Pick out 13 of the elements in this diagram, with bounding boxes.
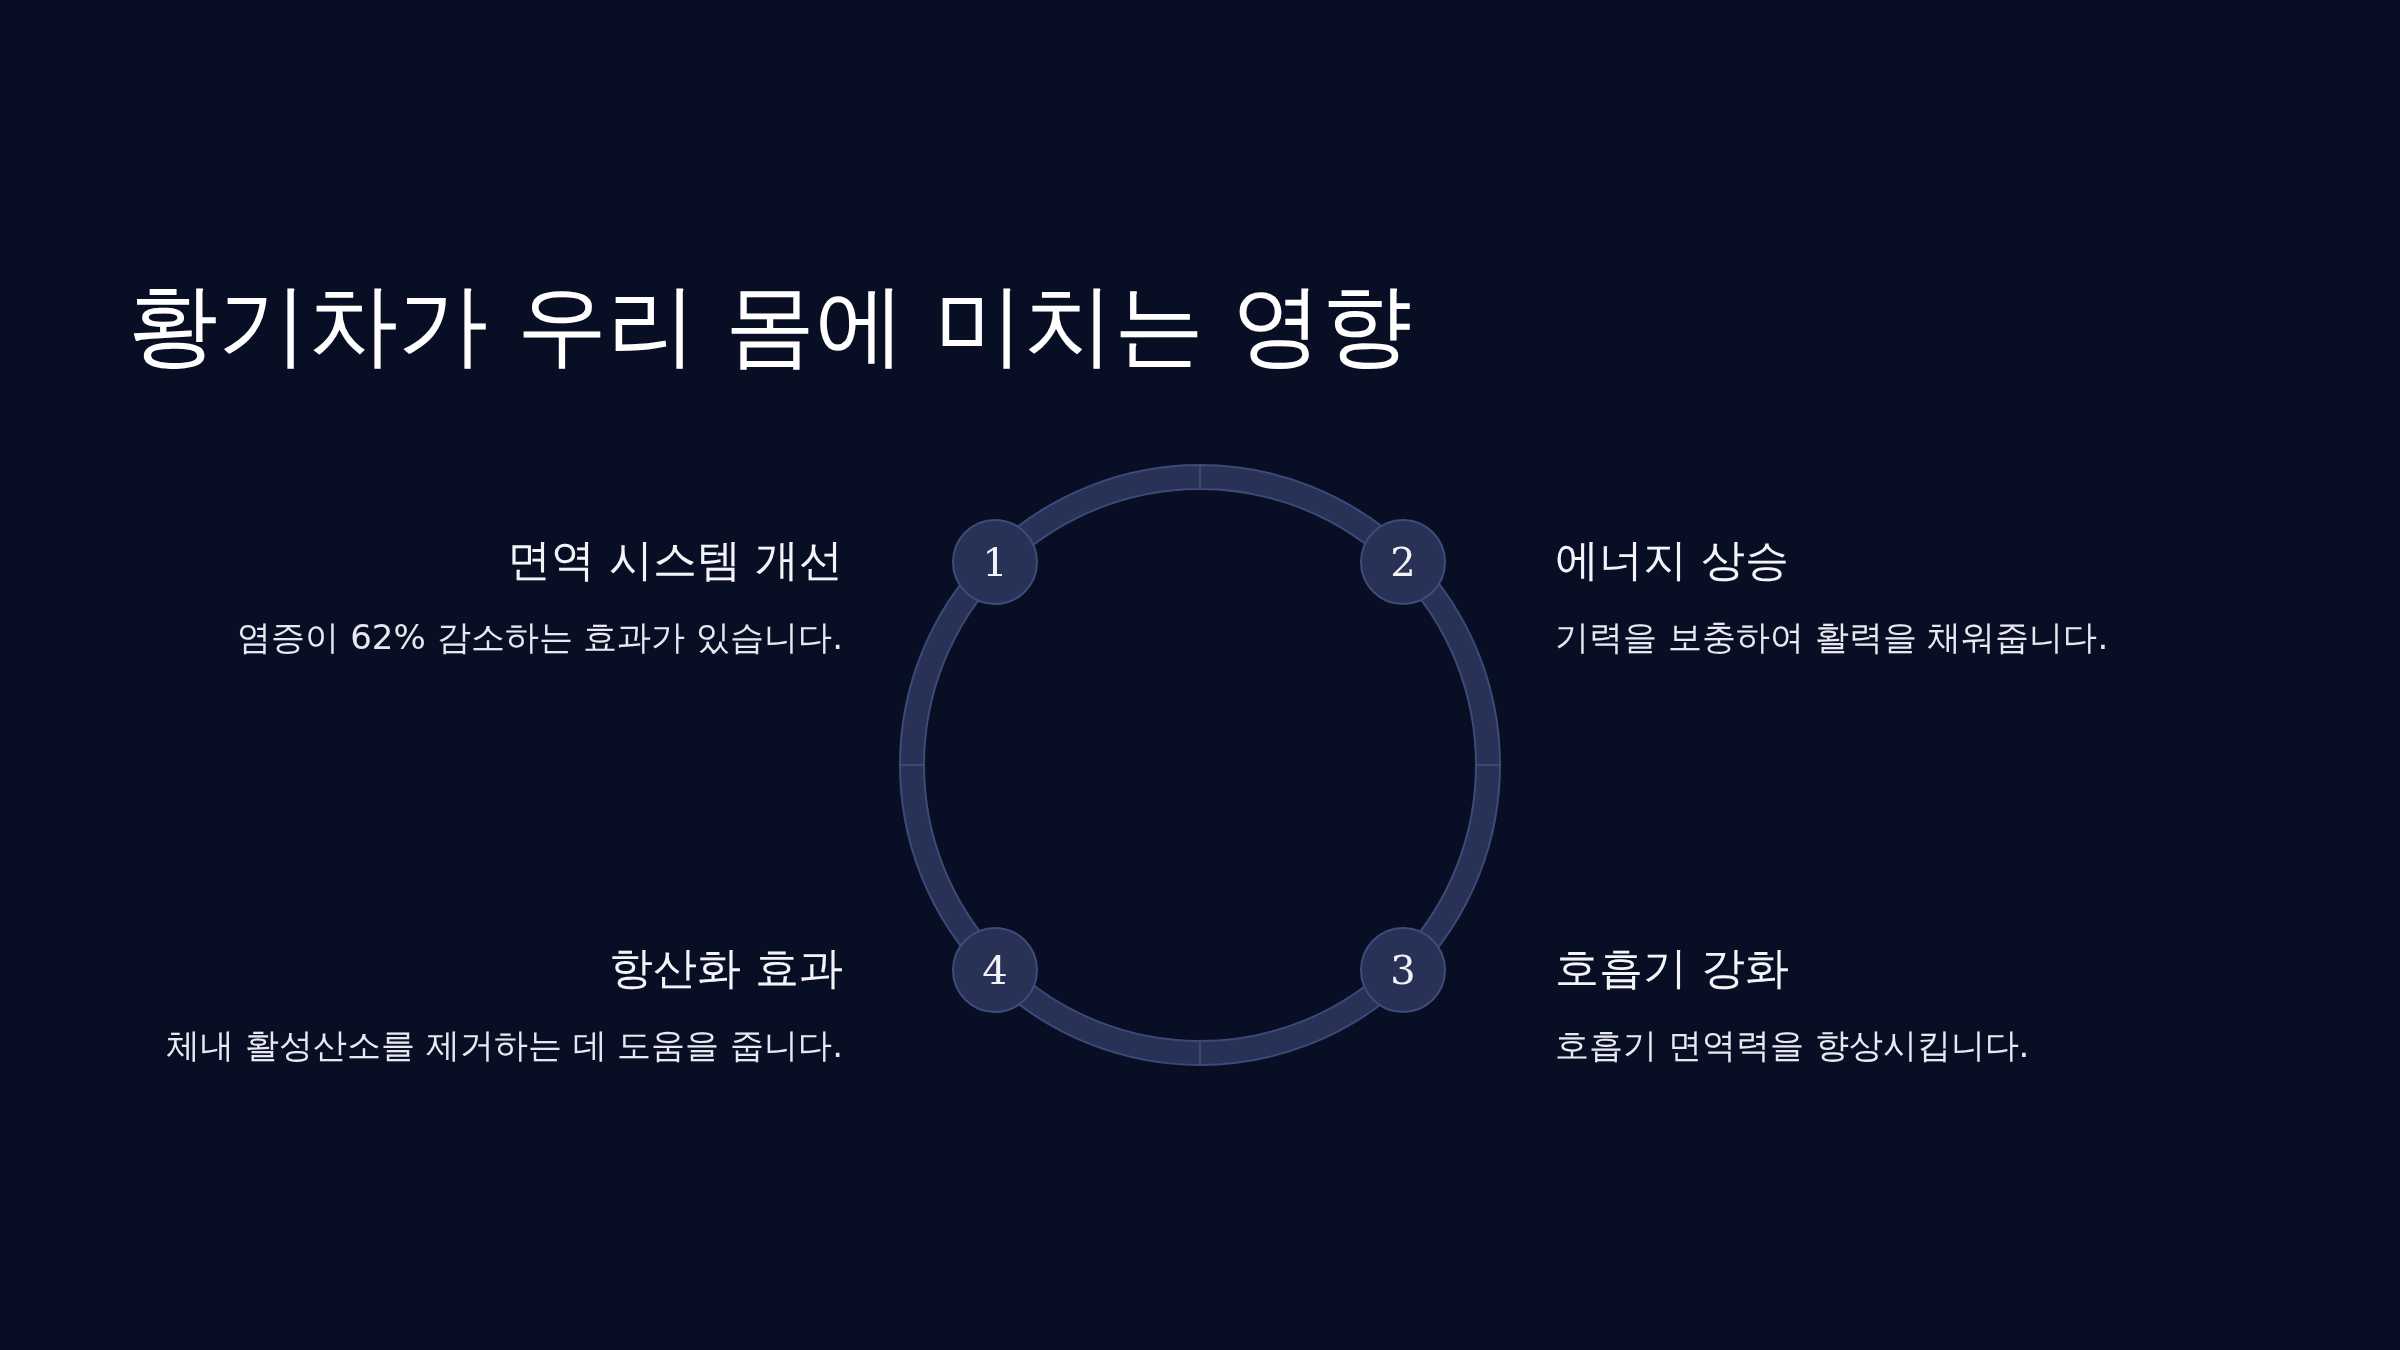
- item-description: 기력을 보충하여 활력을 채워줍니다.: [1555, 620, 2109, 654]
- number-circle: 3: [1360, 927, 1446, 1013]
- number-circle: 2: [1360, 519, 1446, 605]
- item-heading: 면역 시스템 개선: [507, 538, 843, 582]
- title: 황기차가 우리 몸에 미치는 영향: [128, 280, 1413, 370]
- number-circle: 4: [952, 927, 1038, 1013]
- item-description: 체내 활성산소를 제거하는 데 도움을 줍니다.: [166, 1028, 843, 1062]
- item-heading: 항산화 효과: [609, 946, 843, 990]
- number-circle: 1: [952, 519, 1038, 605]
- item-heading: 에너지 상승: [1555, 538, 1789, 582]
- item-heading: 호흡기 강화: [1555, 946, 1789, 990]
- item-description: 호흡기 면역력을 향상시킵니다.: [1555, 1028, 2030, 1062]
- item-description: 염증이 62% 감소하는 효과가 있습니다.: [237, 620, 843, 654]
